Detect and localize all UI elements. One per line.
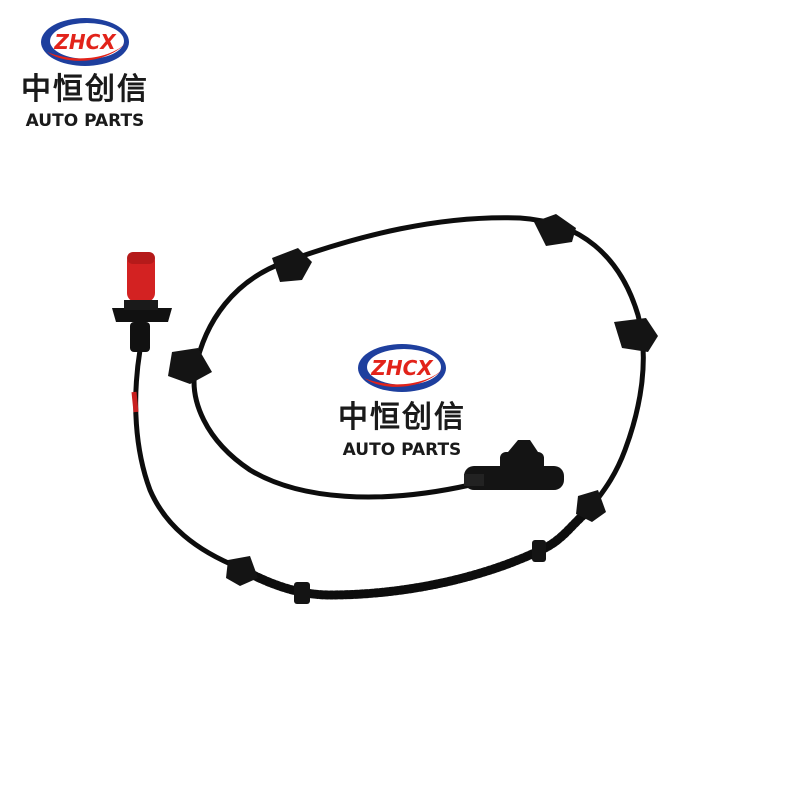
brand-logo: ZHCX 中恒创信 AUTO PARTS [10, 14, 160, 132]
sensor-head [112, 252, 172, 352]
watermark-name-cn: 中恒创信 [338, 400, 466, 435]
red-marker [131, 391, 139, 413]
watermark-logo: ZHCX 中恒创信 AUTO PARTS [322, 340, 482, 460]
watermark-name-en: AUTO PARTS [342, 440, 462, 460]
brand-name-en: AUTO PARTS [25, 111, 145, 131]
watermark-logo-text: ZHCX [370, 356, 434, 380]
zhcx-emblem-watermark-icon: ZHCX [358, 344, 446, 392]
zhcx-emblem-icon: ZHCX [41, 18, 129, 66]
connector-plug [464, 440, 564, 490]
cable-bottom [235, 505, 595, 600]
cable-clips [168, 214, 658, 604]
brand-name-cn: 中恒创信 [21, 72, 149, 107]
logo-text: ZHCX [53, 30, 117, 54]
cable-inner [191, 367, 473, 500]
